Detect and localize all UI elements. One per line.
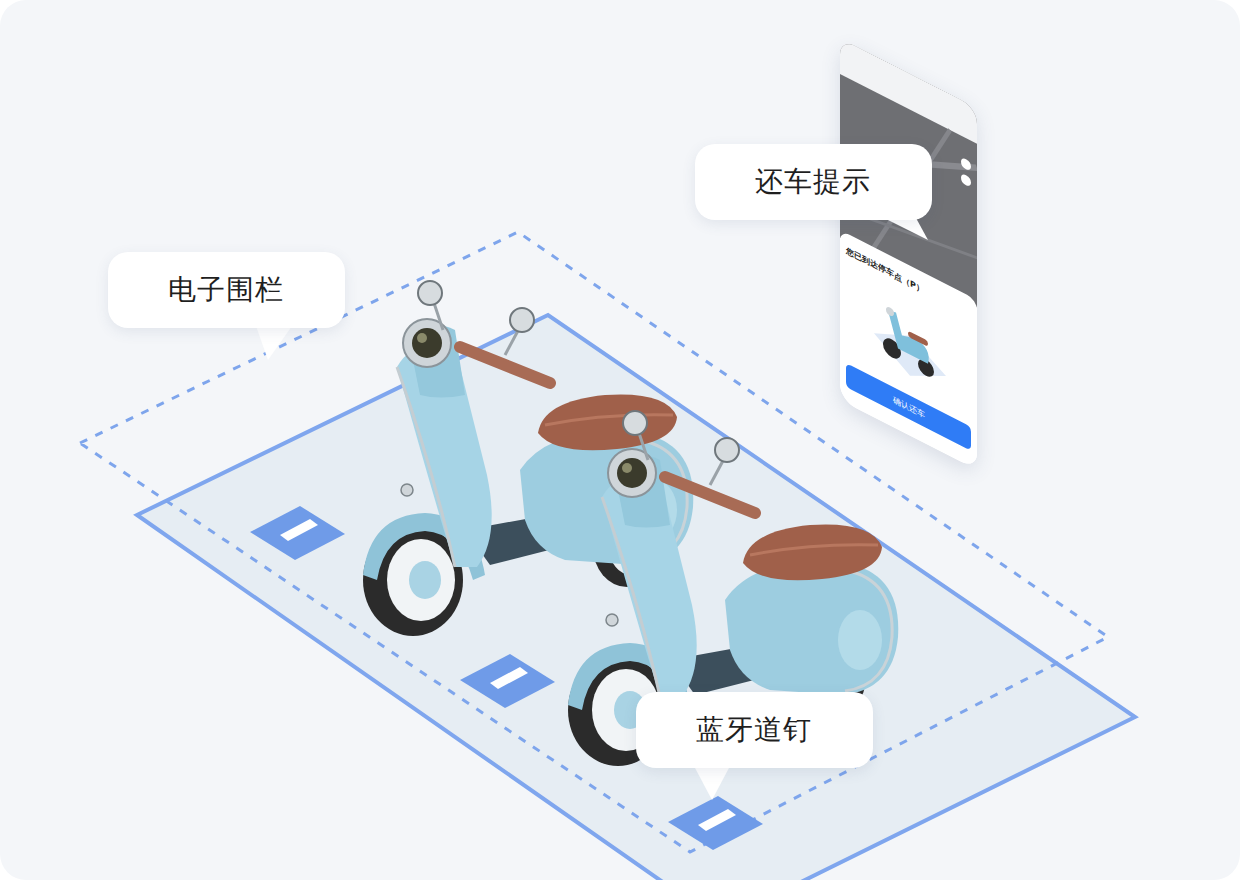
phone-mockup: 您已到达停车点（P） 确认还车 (840, 38, 977, 470)
callout-label: 电子围栏 (168, 271, 284, 309)
callout-label: 蓝牙道钉 (696, 711, 812, 749)
callout-bubble: 电子围栏 (108, 252, 345, 328)
confirm-button: 确认还车 (846, 363, 971, 451)
callout-label: 还车提示 (755, 163, 871, 201)
callout-bubble: 还车提示 (695, 144, 932, 220)
button-label: 确认还车 (893, 393, 925, 420)
callout-bubble: 蓝牙道钉 (636, 692, 873, 768)
